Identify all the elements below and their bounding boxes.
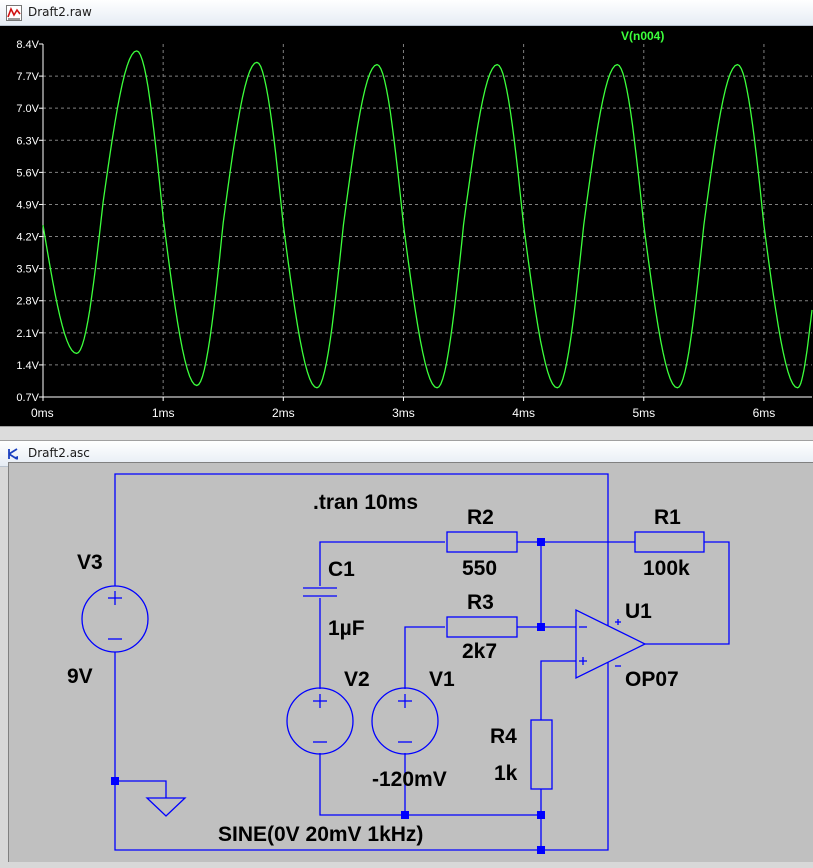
x-tick-label: 3ms	[392, 406, 415, 420]
v3-value: 9V	[67, 665, 93, 688]
trace-label-vn004[interactable]: V(n004)	[621, 29, 664, 43]
y-tick-label: 3.5V	[16, 264, 39, 276]
trace-layer[interactable]	[42, 50, 813, 389]
u1-value: OP07	[625, 668, 679, 691]
y-tick-label: 6.3V	[16, 135, 39, 147]
y-tick-label: 8.4V	[16, 39, 39, 51]
waveform-plot[interactable]: 8.4V 7.7V 7.0V 6.3V 5.6V 4.9V 4.2V 3.5V 2.8V 2.1V…	[0, 26, 813, 426]
y-tick-label: 4.2V	[16, 232, 39, 244]
plot-window-title: Draft2.raw	[28, 5, 92, 19]
resistor-r2[interactable]	[446, 531, 518, 553]
voltage-source-v3[interactable]	[81, 585, 149, 653]
waveform-icon	[6, 5, 22, 21]
v1-value: -120mV	[372, 768, 447, 791]
r1-value: 100k	[643, 557, 690, 580]
waveform-chart[interactable]: 8.4V 7.7V 7.0V 6.3V 5.6V 4.9V 4.2V 3.5V 2.8V 2.1V…	[0, 26, 813, 426]
ground-icon[interactable]	[145, 797, 187, 817]
x-tick-label: 2ms	[272, 406, 295, 420]
r2-value: 550	[462, 557, 497, 580]
resistor-r4[interactable]	[530, 719, 553, 790]
window-divider[interactable]	[0, 426, 813, 441]
y-tick-label: 2.8V	[16, 296, 39, 308]
voltage-source-v2[interactable]	[286, 687, 354, 755]
plot-window-titlebar[interactable]: Draft2.raw	[0, 0, 813, 26]
schematic-icon	[8, 448, 18, 460]
x-tick-labels: 0ms 1ms 2ms 3ms 4ms 5ms 6ms	[31, 406, 775, 420]
v1-name: V1	[429, 668, 455, 691]
capacitor-c1[interactable]	[303, 586, 339, 598]
y-tick-label: 1.4V	[16, 360, 39, 372]
junction-dots	[111, 538, 545, 854]
y-tick-label: 7.0V	[16, 103, 39, 115]
sine-source-spec: SINE(0V 20mV 1kHz)	[218, 823, 423, 846]
y-tick-label: 7.7V	[16, 71, 39, 83]
c1-value: 1µF	[328, 617, 365, 640]
x-tick-label: 4ms	[512, 406, 535, 420]
r2-name: R2	[467, 506, 494, 529]
r1-name: R1	[654, 506, 681, 529]
y-tick-label: 0.7V	[16, 392, 39, 404]
x-tick-label: 6ms	[753, 406, 776, 420]
schematic-window-title: Draft2.asc	[28, 446, 90, 460]
opamp-u1[interactable]	[575, 608, 647, 680]
v2-name: V2	[344, 668, 370, 691]
y-tick-label: 4.9V	[16, 199, 39, 211]
x-tick-label: 1ms	[152, 406, 175, 420]
tran-directive[interactable]: .tran 10ms	[313, 491, 418, 514]
y-tick-labels: 8.4V 7.7V 7.0V 6.3V 5.6V 4.9V 4.2V 3.5V 2.8V 2.1V…	[16, 39, 39, 404]
plot-axes	[39, 43, 812, 401]
voltage-source-v1[interactable]	[371, 687, 439, 755]
v3-name: V3	[77, 551, 103, 574]
y-tick-label: 2.1V	[16, 328, 39, 340]
resistor-r3[interactable]	[446, 616, 518, 638]
r4-value: 1k	[494, 762, 518, 785]
r3-name: R3	[467, 591, 494, 614]
x-tick-label: 5ms	[632, 406, 655, 420]
r3-value: 2k7	[462, 640, 497, 663]
c1-name: C1	[328, 558, 355, 581]
axis-frame	[42, 44, 812, 398]
trace-vn004[interactable]	[42, 50, 813, 389]
u1-name: U1	[625, 600, 652, 623]
resistor-r1[interactable]	[634, 531, 705, 553]
x-tick-label: 0ms	[31, 406, 54, 420]
schematic-wires	[114, 473, 730, 851]
y-tick-label: 5.6V	[16, 167, 39, 179]
r4-name: R4	[490, 725, 517, 748]
schematic-canvas[interactable]: .tran 10ms V3 9V C1 1µF R2 550 R1 100k R…	[8, 462, 813, 862]
